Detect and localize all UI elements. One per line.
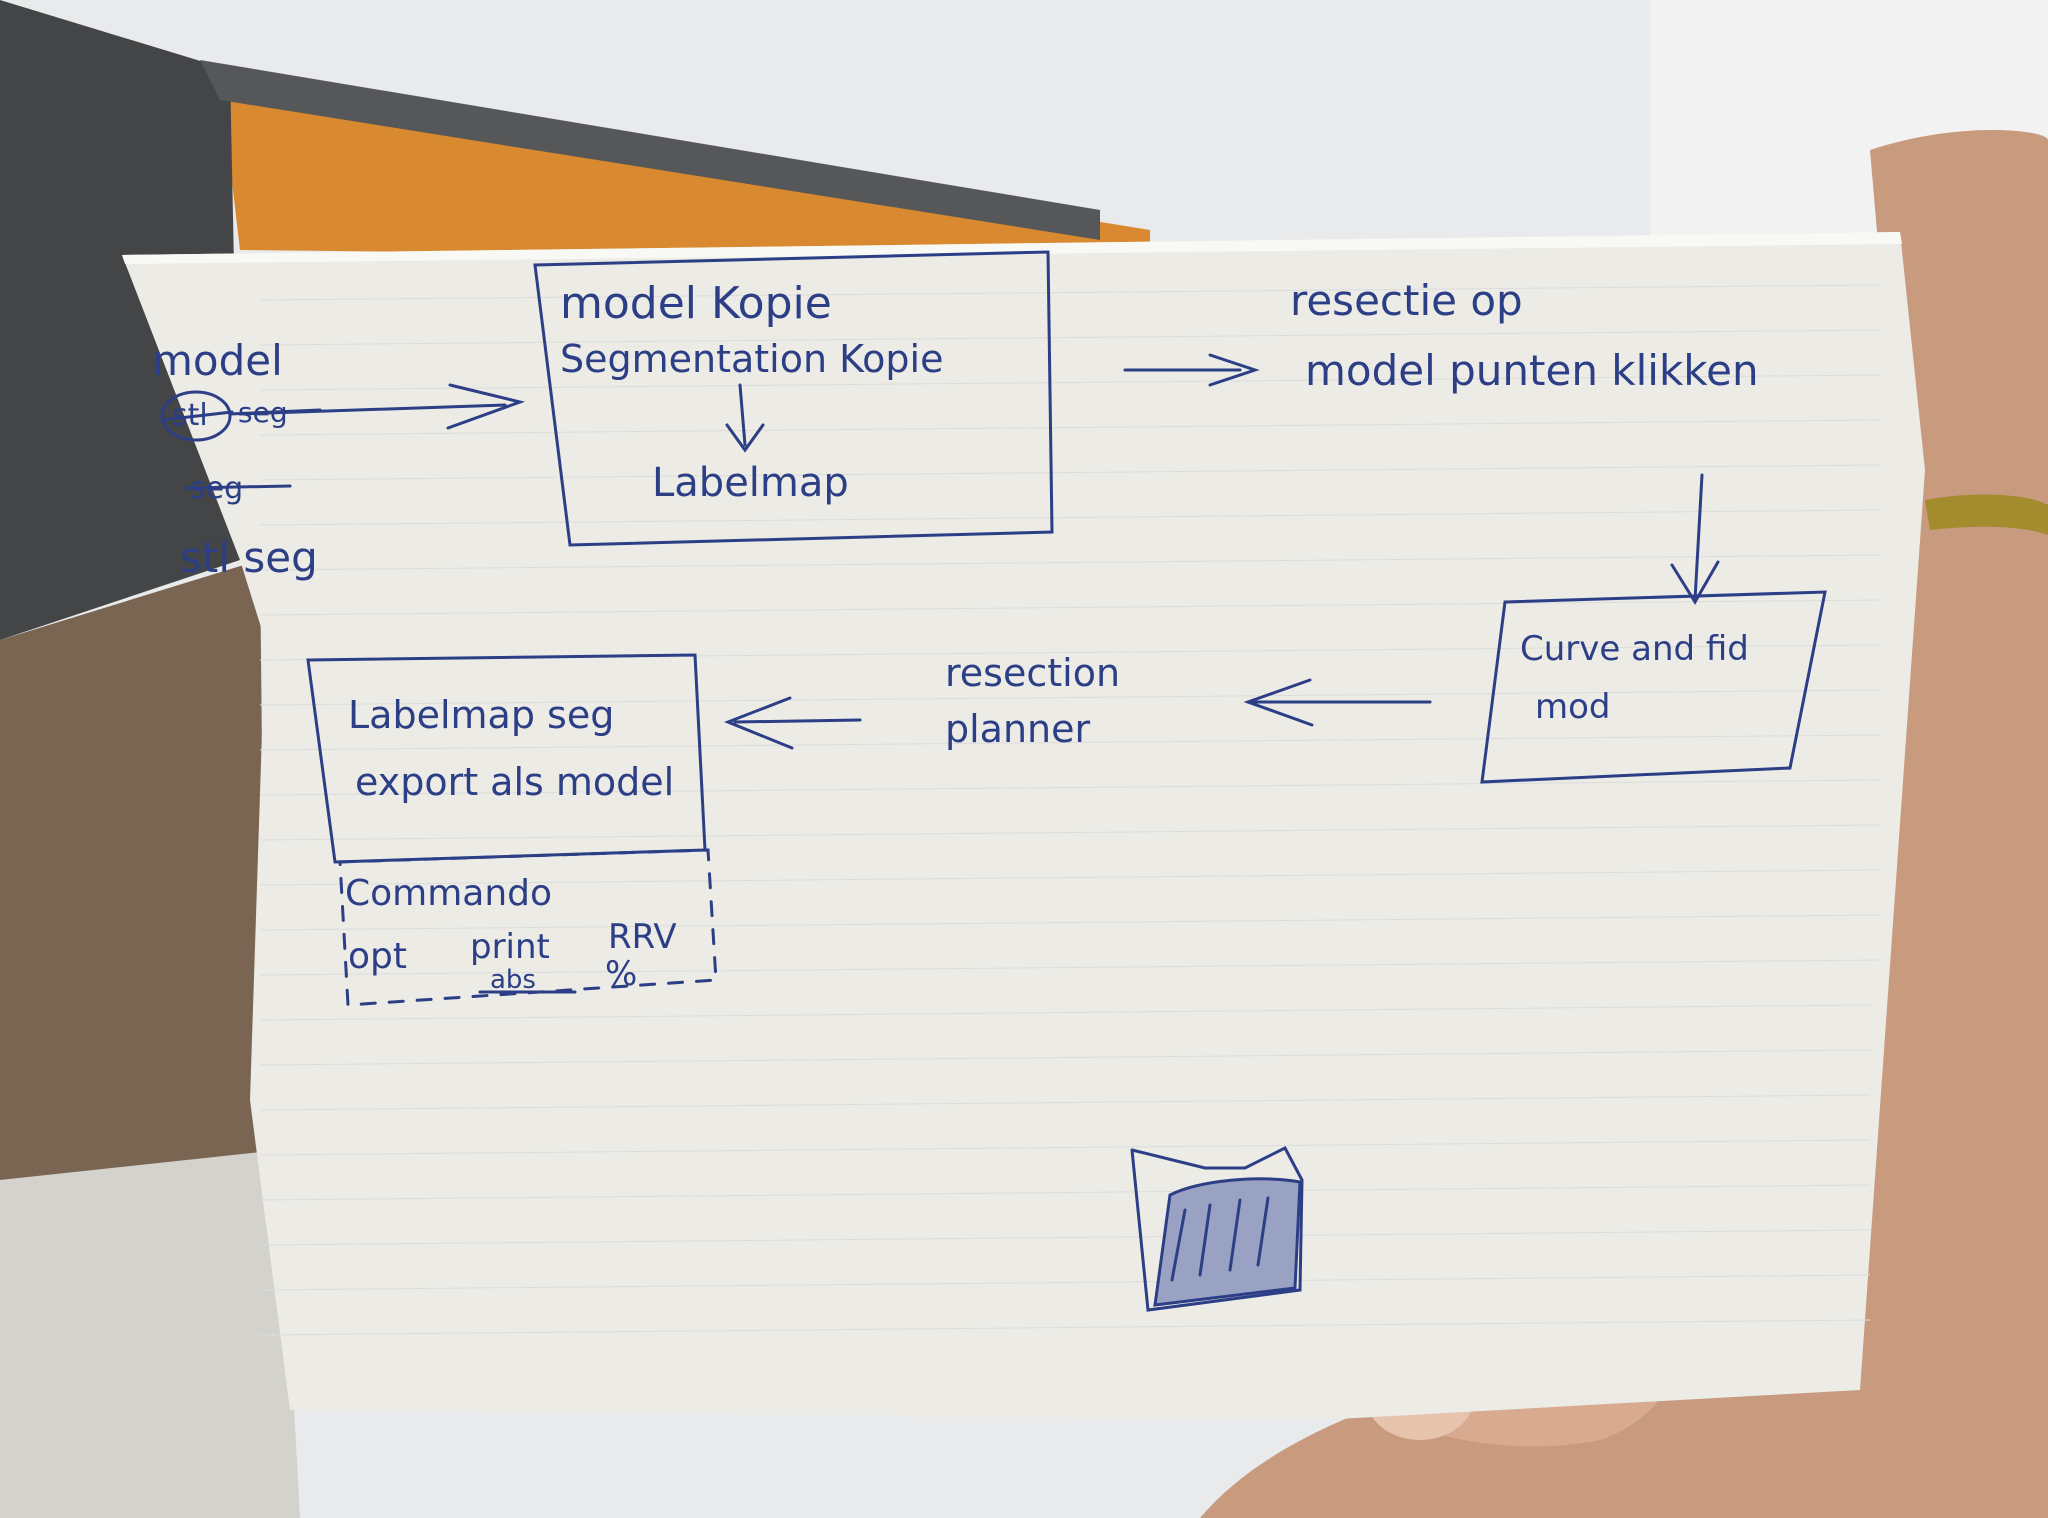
note-model: model bbox=[152, 336, 283, 385]
arrow-head-curve bbox=[1670, 560, 1720, 605]
resection-note-line2: model punten klikken bbox=[1305, 346, 1759, 395]
bracelet bbox=[1925, 494, 2048, 535]
arrow-down-labelmap bbox=[738, 383, 747, 447]
notebook-page bbox=[122, 232, 1925, 1420]
resection-planner-line1: resection bbox=[945, 651, 1120, 695]
ruled-lines bbox=[259, 284, 1881, 1336]
diagram: model stl seg seg stl seg model Kopie Se… bbox=[152, 250, 1827, 1312]
resection-note-line1: resectie op bbox=[1290, 276, 1523, 325]
box-curve bbox=[1480, 590, 1827, 784]
dark-couch bbox=[0, 0, 240, 640]
box-curve-line1: Curve and fid bbox=[1520, 629, 1749, 669]
bone-fragment-sketch-icon bbox=[1130, 1146, 1304, 1312]
box-model-copy-line2: Segmentation Kopie bbox=[560, 337, 944, 381]
commando-title: Commando bbox=[345, 873, 552, 914]
commando-percent: % bbox=[605, 954, 637, 994]
arrow-head-labelmap bbox=[725, 423, 765, 453]
box-model-copy bbox=[533, 250, 1054, 547]
resection-planner-line2: planner bbox=[945, 707, 1091, 751]
arrow-down-curve bbox=[1693, 473, 1704, 602]
commando-print: print bbox=[470, 927, 550, 967]
page-top-edge bbox=[122, 232, 1902, 264]
arrow-line-1 bbox=[238, 403, 507, 416]
arrow-head-4 bbox=[723, 696, 794, 750]
commando-opt: opt bbox=[348, 936, 407, 977]
arrow-head-2 bbox=[1208, 353, 1260, 387]
commando-abs: abs bbox=[490, 965, 536, 995]
box-curve-line2: mod bbox=[1535, 687, 1611, 727]
box-model-copy-line1: model Kopie bbox=[560, 278, 832, 329]
strike-seg2 bbox=[184, 484, 292, 490]
box-labelmap-line1: Labelmap seg bbox=[348, 693, 614, 737]
box-model-copy-line3: Labelmap bbox=[652, 460, 849, 506]
arrow-head-3 bbox=[1243, 678, 1314, 727]
stl-circle bbox=[160, 390, 232, 442]
arrow-line-4 bbox=[733, 718, 862, 724]
couch-edge bbox=[200, 60, 1100, 240]
white-surface bbox=[0, 1150, 300, 1518]
note-stl-seg: stl seg bbox=[180, 533, 318, 582]
strike-stl bbox=[160, 410, 234, 422]
commando-rrv: RRV bbox=[608, 917, 677, 957]
box-labelmap-line2: export als model bbox=[355, 760, 674, 804]
arrow-head-1 bbox=[446, 383, 526, 430]
